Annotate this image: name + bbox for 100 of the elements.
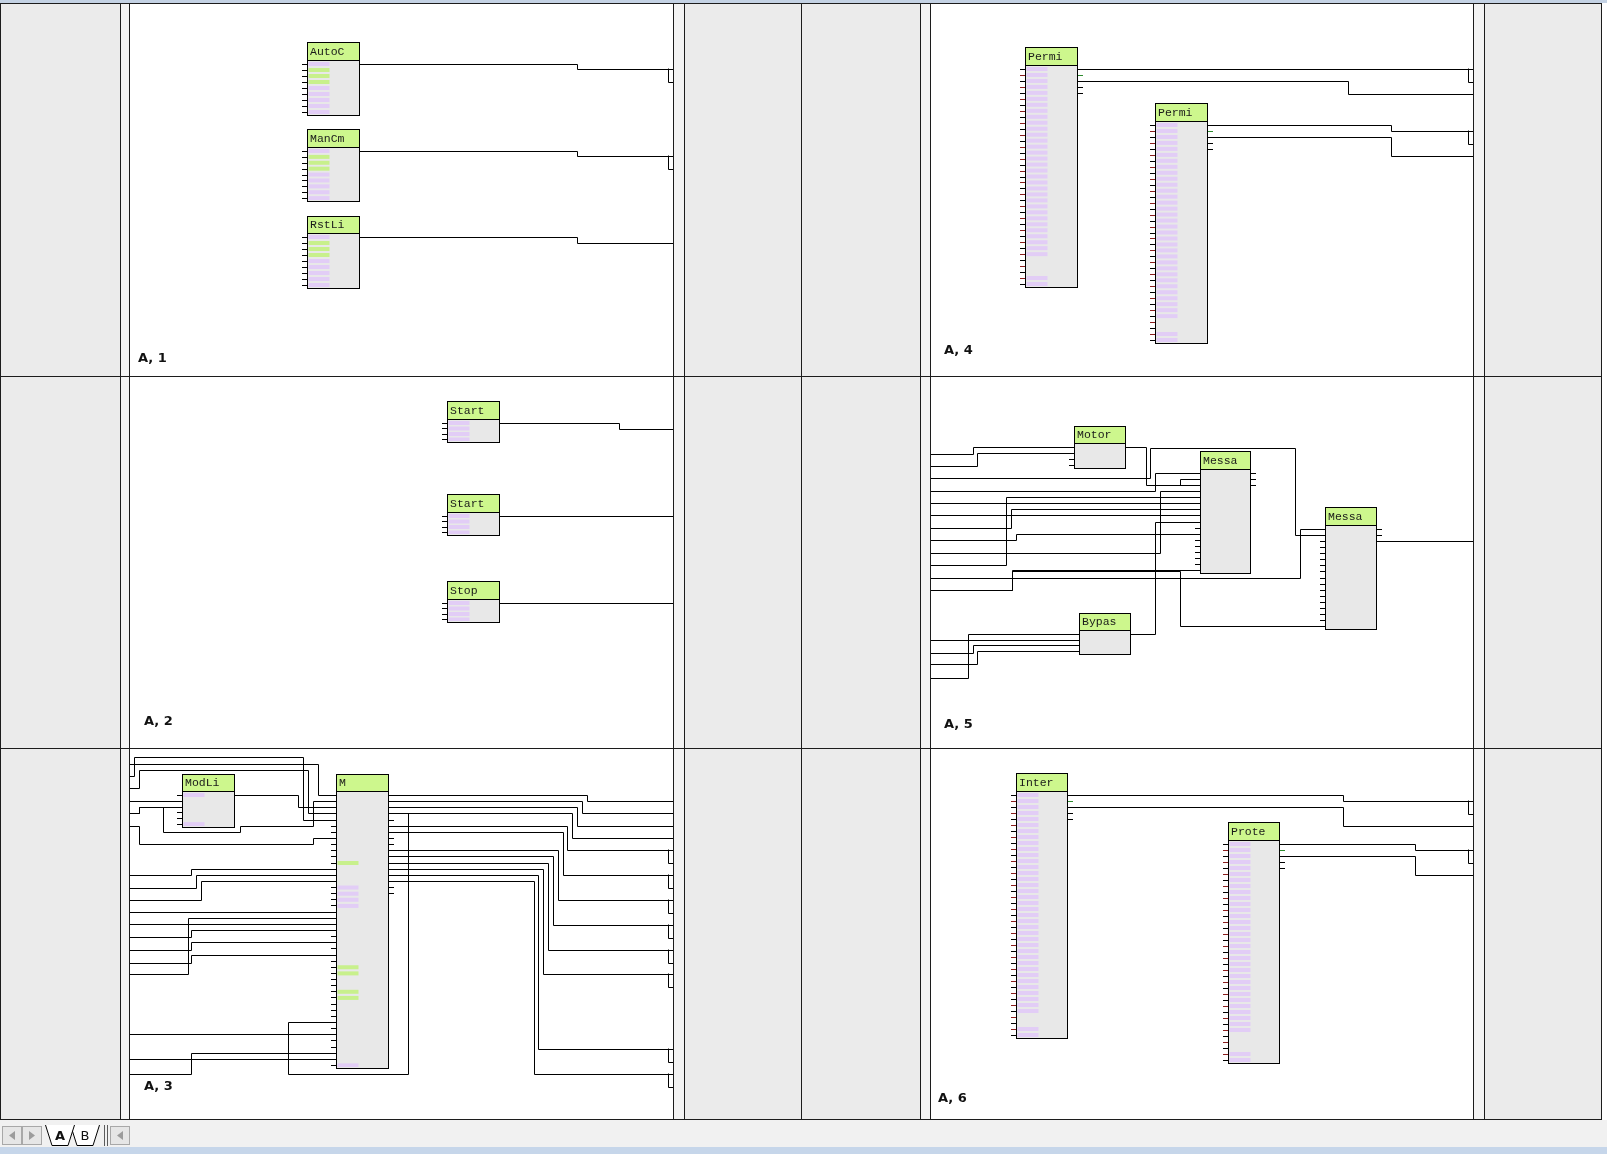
wire [499, 516, 674, 517]
sheet-label: A, 2 [144, 713, 173, 729]
wire [930, 503, 1201, 504]
function-block [307, 42, 360, 116]
wire [129, 875, 337, 889]
sheet-bar [120, 3, 130, 377]
wire [129, 930, 337, 938]
function-block [336, 774, 389, 1069]
block-title: Stop [448, 582, 499, 600]
sheet-bar [673, 748, 685, 1120]
function-block [1025, 47, 1078, 288]
block-title: ManCm [308, 130, 359, 148]
block-title: AutoC [308, 43, 359, 61]
wire [930, 491, 1201, 554]
sheet-bar [673, 3, 685, 377]
wire [129, 764, 337, 796]
wire [388, 856, 674, 939]
wire [930, 509, 1201, 529]
block-title: RstLi [308, 217, 359, 234]
sheet-label: A, 4 [944, 342, 973, 358]
sheet-bar [920, 376, 931, 749]
wire [499, 603, 674, 604]
wire [359, 151, 674, 170]
wire [930, 473, 1201, 492]
wire [1067, 807, 1474, 827]
block-title: Permi [1156, 104, 1207, 122]
block-title: M [337, 775, 388, 792]
sheet-bar [120, 376, 130, 749]
wire [388, 832, 674, 889]
wire [129, 1059, 337, 1060]
wire [129, 1053, 337, 1075]
block-title: Inter [1017, 774, 1067, 792]
wire [388, 863, 674, 964]
block-title: Bypas [1080, 614, 1130, 631]
wire [129, 801, 337, 833]
wire [129, 881, 337, 901]
wire [930, 448, 1326, 536]
wire [930, 529, 1326, 579]
function-block [1200, 451, 1251, 574]
sheet-bar [920, 3, 931, 377]
wire [129, 1034, 337, 1035]
wire [1125, 447, 1201, 486]
wire [359, 64, 674, 83]
sheet-label: A, 6 [938, 1090, 967, 1106]
wire [930, 634, 1080, 679]
sheet-bar [1473, 3, 1485, 377]
sheet-bar [1473, 376, 1485, 749]
wire [930, 515, 1201, 516]
wire [129, 918, 337, 975]
wire [1077, 81, 1474, 95]
block-title: Prote [1229, 823, 1279, 841]
block-title: Start [448, 495, 499, 513]
block-title: Permi [1026, 48, 1077, 66]
wire [129, 942, 337, 951]
sheet-bar [673, 376, 685, 749]
wire [129, 912, 337, 913]
wire [1279, 844, 1474, 864]
wire [930, 640, 1080, 641]
sheet-bar [920, 748, 931, 1120]
function-block [447, 494, 500, 536]
wire [388, 869, 674, 988]
function-block [1074, 426, 1126, 469]
function-block [1079, 613, 1131, 655]
wire [1077, 68, 1474, 83]
function-block [447, 401, 500, 443]
wire [388, 813, 674, 839]
function-block [1325, 507, 1377, 630]
function-block [447, 581, 500, 623]
wire [129, 869, 337, 876]
wire [1207, 125, 1474, 145]
wire [1279, 856, 1474, 876]
function-block [1155, 103, 1208, 344]
wire [1130, 522, 1201, 635]
wire [129, 826, 337, 845]
wire [388, 801, 674, 814]
sheet-bar [120, 748, 130, 1120]
wire [234, 795, 337, 808]
function-block [1228, 822, 1280, 1064]
wire [1376, 541, 1474, 542]
wire [1067, 795, 1474, 815]
sheet-label: A, 1 [138, 350, 167, 366]
function-block [1016, 773, 1068, 1039]
sheet-label: A, 3 [144, 1078, 173, 1094]
function-block [307, 216, 360, 289]
wire [129, 801, 183, 802]
wire [930, 534, 1201, 541]
sheet-bar [1473, 748, 1485, 1120]
block-title: ModLi [183, 775, 234, 792]
function-block [182, 774, 235, 828]
wire [129, 955, 337, 964]
wire [129, 770, 337, 814]
wire [499, 423, 674, 430]
wire [930, 645, 1080, 654]
block-title: Messa [1201, 452, 1250, 470]
wire [129, 757, 337, 821]
wire [359, 237, 674, 244]
wire [388, 826, 674, 864]
block-title: Start [448, 402, 499, 420]
block-title: Messa [1326, 508, 1376, 526]
function-block [307, 129, 360, 202]
